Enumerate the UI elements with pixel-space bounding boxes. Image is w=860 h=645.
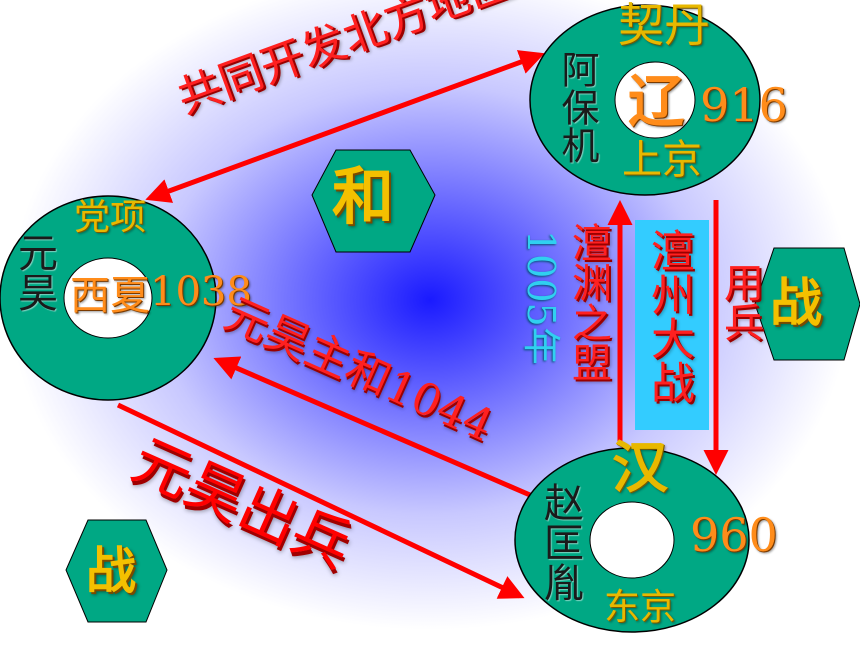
arrow-xixia-attack xyxy=(116,402,525,599)
liao-tribe: 契丹 xyxy=(618,0,710,52)
xixia-year: 1038 xyxy=(150,269,252,315)
battle-box xyxy=(635,220,709,430)
liao-founder: 阿保机 xyxy=(555,50,599,164)
arrow-peace-1044 xyxy=(213,356,531,498)
badge-peace: 和 xyxy=(332,160,395,233)
xixia-founder: 元昊 xyxy=(11,232,57,312)
hexagon-war-right xyxy=(754,247,860,361)
xixia-name: 西夏 xyxy=(70,273,150,319)
label-chanzhou-battle: 澶州大战 xyxy=(643,228,694,404)
ring-liao xyxy=(529,4,761,196)
badge-war-left: 战 xyxy=(86,541,136,600)
arrow-xixia-liao xyxy=(145,50,545,203)
badge-war-right: 战 xyxy=(770,273,823,334)
hexagon-peace xyxy=(311,149,436,253)
liao-name: 辽 xyxy=(628,69,684,135)
liao-capital: 上京 xyxy=(622,137,702,183)
song-year: 960 xyxy=(690,508,778,562)
label-chanyuan-treaty: 澶渊之盟 xyxy=(565,222,611,382)
song-founder: 赵匡胤 xyxy=(537,482,583,602)
label-treaty-year: 1005年 xyxy=(519,230,563,365)
hexagon-war-left xyxy=(65,519,168,623)
song-capital: 东京 xyxy=(604,587,677,628)
xixia-tribe: 党项 xyxy=(74,197,147,238)
label-liao-attack: 用兵 xyxy=(717,262,763,342)
ring-song xyxy=(514,447,750,633)
song-name: 汉 xyxy=(612,435,668,501)
liao-year: 916 xyxy=(700,78,788,132)
ring-xixia xyxy=(0,195,217,401)
